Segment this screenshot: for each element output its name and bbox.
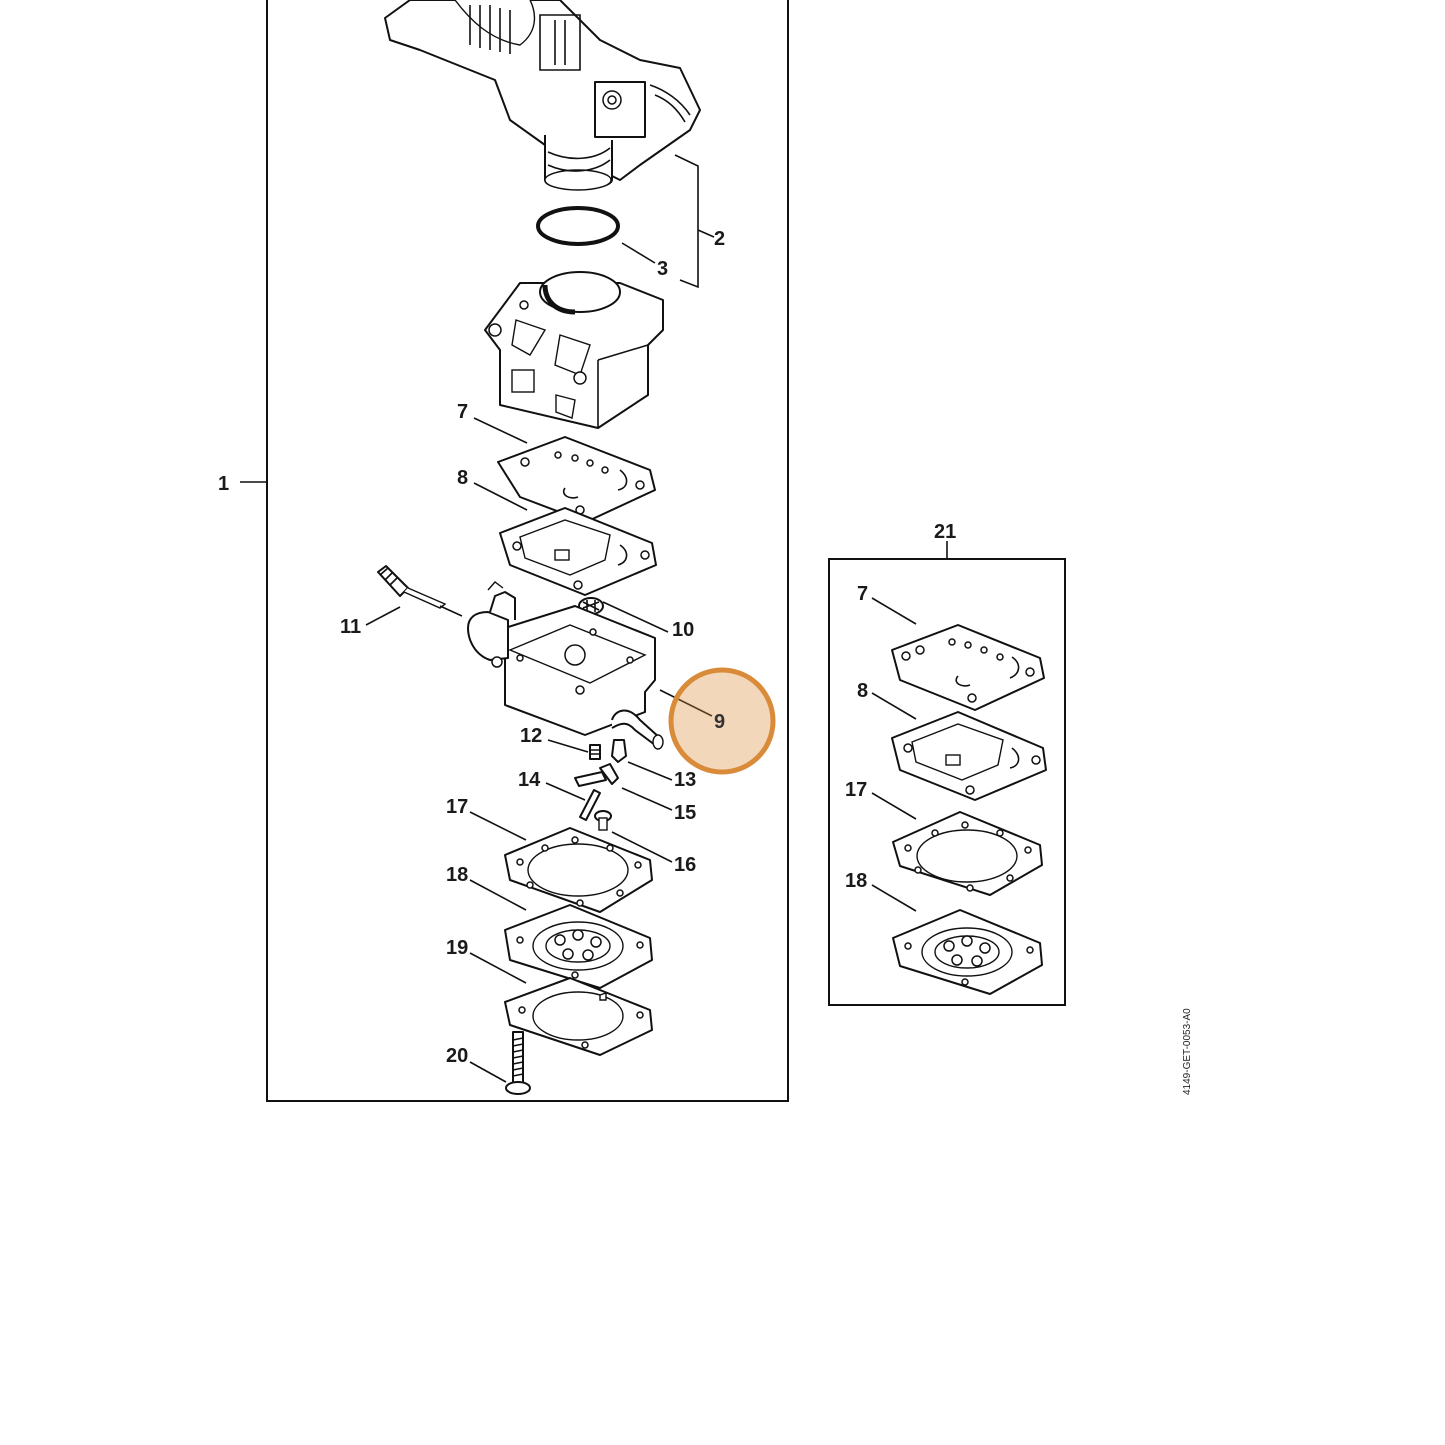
part-13-valve[interactable] <box>611 739 627 763</box>
kit-label[interactable]: 21 <box>934 521 956 543</box>
kit-callout-17[interactable]: 17 <box>845 779 867 801</box>
part-16-screw[interactable] <box>594 810 612 831</box>
part-14-pin[interactable] <box>579 789 601 821</box>
callout-18[interactable]: 18 <box>446 864 468 886</box>
kit-part-8-gasket[interactable] <box>891 711 1047 801</box>
part-8-gasket[interactable] <box>499 507 657 596</box>
kit-part-18-diaphragm[interactable] <box>892 909 1043 995</box>
callout-1[interactable]: 1 <box>218 473 229 495</box>
callout-12[interactable]: 12 <box>520 725 542 747</box>
leader-lines-kit <box>871 597 917 912</box>
callout-labels-main: 1 2 3 7 8 9 10 11 12 13 14 15 16 17 18 1… <box>218 228 725 1067</box>
callout-19[interactable]: 19 <box>446 937 468 959</box>
part-7-gasket[interactable] <box>497 436 656 523</box>
bracket-lines-2-3 <box>621 154 715 289</box>
callout-13[interactable]: 13 <box>674 769 696 791</box>
part-20-screw[interactable] <box>505 1031 531 1095</box>
callout-9[interactable]: 9 <box>714 711 725 733</box>
part-18-diaphragm[interactable] <box>504 904 653 989</box>
part-11-needle[interactable] <box>377 565 463 617</box>
kit-part-17-gasket[interactable] <box>892 811 1043 896</box>
part-19-gasket[interactable] <box>504 977 653 1056</box>
part-carburetor-upper-body[interactable] <box>484 271 664 429</box>
callout-labels-kit: 7 8 17 18 <box>845 583 868 892</box>
callout-11[interactable]: 11 <box>340 616 361 638</box>
part-o-ring[interactable] <box>536 206 620 246</box>
drawing-reference-code: 4149-GET-0053-A0 <box>1182 1008 1193 1095</box>
part-15-lever[interactable] <box>574 763 619 787</box>
highlight-marker[interactable] <box>668 667 776 775</box>
part-12-plug[interactable] <box>589 744 601 760</box>
callout-7[interactable]: 7 <box>457 401 468 423</box>
kit-callout-18[interactable]: 18 <box>845 870 867 892</box>
kit-part-7-gasket[interactable] <box>891 624 1045 711</box>
kit-callout-7[interactable]: 7 <box>857 583 868 605</box>
callout-14[interactable]: 14 <box>518 769 541 791</box>
kit-frame <box>828 541 1066 1006</box>
callout-15[interactable]: 15 <box>674 802 696 824</box>
callout-3[interactable]: 3 <box>657 258 668 280</box>
part-intake-manifold[interactable] <box>384 0 701 191</box>
part-17-gasket[interactable] <box>504 827 653 913</box>
callout-10[interactable]: 10 <box>672 619 694 641</box>
callout-8[interactable]: 8 <box>457 467 468 489</box>
callout-2[interactable]: 2 <box>714 228 725 250</box>
callout-17[interactable]: 17 <box>446 796 468 818</box>
leader-lines-main <box>365 417 713 1083</box>
part-9-carburetor-body[interactable] <box>467 581 664 750</box>
callout-20[interactable]: 20 <box>446 1045 468 1067</box>
callout-16[interactable]: 16 <box>674 854 696 876</box>
kit-callout-8[interactable]: 8 <box>857 680 868 702</box>
assembly-frame <box>240 0 789 1102</box>
